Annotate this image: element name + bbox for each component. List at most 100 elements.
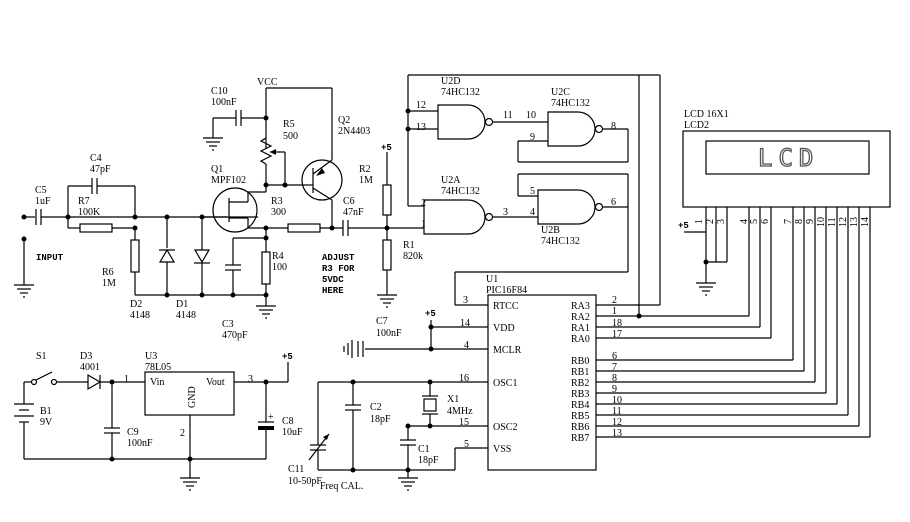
r3-ref: R3 — [271, 196, 283, 207]
c4-ref: C4 — [90, 153, 102, 164]
lcd-value: LCD2 — [684, 120, 709, 131]
u3-pin1: 1 — [124, 374, 129, 385]
u1-pin-rb3: RB3 — [571, 389, 589, 400]
gate-u2c — [547, 111, 596, 147]
u1-pin-rb0: RB0 — [571, 356, 589, 367]
u1-pin-num: 9 — [612, 384, 617, 395]
u1-pin-num: 3 — [463, 295, 468, 306]
c1-ref: C1 — [418, 444, 430, 455]
u2c-pin9: 9 — [530, 132, 535, 143]
lcd-pin: 4 — [739, 219, 750, 224]
c9-ref: C9 — [127, 427, 139, 438]
u2a-pin3: 3 — [503, 207, 508, 218]
r2-supply-label: +5 — [381, 143, 392, 153]
u1-pin-rb6: RB6 — [571, 422, 589, 433]
vcc-label: VCC — [257, 77, 278, 88]
u2b-pin5: 5 — [530, 186, 535, 197]
r5-value: 500 — [283, 131, 298, 142]
freq-cal-label: Freq CAL. — [320, 481, 363, 492]
transistor-q2 — [301, 159, 343, 201]
u2d-value: 74HC132 — [441, 87, 480, 98]
d3-ref: D3 — [80, 351, 92, 362]
r3-value: 300 — [271, 207, 286, 218]
u1-value: PIC16F84 — [486, 285, 527, 296]
lcd-screen — [705, 140, 870, 175]
input-label: INPUT — [36, 253, 64, 263]
r7-ref: R7 — [78, 196, 90, 207]
ground-symbol — [696, 282, 716, 296]
lcd-pin: 7 — [783, 219, 794, 224]
u1-pin-num: 10 — [612, 395, 622, 406]
lcd-pin: 6 — [760, 219, 771, 224]
u1-pin-num: 13 — [612, 428, 622, 439]
u1-pin-num: 18 — [612, 318, 622, 329]
u3-gnd-label: GND — [187, 386, 198, 408]
u2c-pin8: 8 — [611, 121, 616, 132]
u1-pin-vss: VSS — [493, 444, 511, 455]
c8-polarity: + — [268, 412, 274, 423]
r1-value: 820k — [403, 251, 423, 262]
u1-pin-rb7: RB7 — [571, 433, 589, 444]
ground-symbol — [343, 340, 353, 358]
u1-ref: U1 — [486, 274, 498, 285]
microcontroller-u1: U1 PIC16F84 RTCC VDD MCLR OSC1 OSC2 VSS … — [459, 75, 870, 471]
amplifier-section: VCC C10 100nF R5 500 — [202, 77, 424, 341]
u2c-value: 74HC132 — [551, 98, 590, 109]
crystal-x1 — [423, 398, 437, 412]
resistor-r7 — [79, 223, 113, 233]
c8-value: 10uF — [282, 427, 303, 438]
q2-value: 2N4403 — [338, 126, 370, 137]
u1-pin-rb1: RB1 — [571, 367, 589, 378]
q1-ref: Q1 — [211, 164, 223, 175]
adjust-note-1: ADJUST — [322, 253, 355, 263]
u2a-value: 74HC132 — [441, 186, 480, 197]
u2a-pin2: 2 — [421, 198, 426, 209]
u2c-ref: U2C — [551, 87, 570, 98]
adjust-note-4: HERE — [322, 286, 344, 296]
adjust-note-2: R3 FOR — [322, 264, 355, 274]
u1-pin-ra3: RA3 — [571, 301, 590, 312]
u1-pin-rtcc: RTCC — [493, 301, 519, 312]
lcd-pin: 11 — [827, 217, 838, 227]
resistor-r6 — [130, 239, 140, 273]
q2-ref: Q2 — [338, 115, 350, 126]
potentiometer-r5 — [259, 137, 273, 165]
lcd-pin-numbers: 1 2 3 4 5 6 7 8 9 10 11 12 13 14 — [694, 217, 871, 227]
u1-pin-num: 2 — [612, 295, 617, 306]
d1-value: 4148 — [176, 310, 196, 321]
b1-value: 9V — [40, 417, 53, 428]
r1-ref: R1 — [403, 240, 415, 251]
c1-value: 18pF — [418, 455, 439, 466]
c2-value: 18pF — [370, 414, 391, 425]
u3-pin2: 2 — [180, 428, 185, 439]
u1-pin-num: 7 — [612, 362, 617, 373]
resistor-r4 — [261, 251, 271, 285]
diode-d3 — [87, 373, 102, 391]
c6-ref: C6 — [343, 196, 355, 207]
u1-pin-num: 17 — [612, 329, 622, 340]
ground-symbol — [180, 477, 200, 491]
adjust-note-3: 5VDC — [322, 275, 344, 285]
u2b-value: 74HC132 — [541, 236, 580, 247]
resistor-r3 — [287, 223, 321, 233]
lcd-pin: 9 — [805, 219, 816, 224]
lcd-pin: 5 — [749, 219, 760, 224]
r2-value: 1M — [359, 175, 373, 186]
d2-ref: D2 — [130, 299, 142, 310]
c10-ref: C10 — [211, 86, 228, 97]
resistor-r1 — [382, 239, 392, 271]
lcd-ref: LCD 16X1 — [684, 109, 729, 120]
c3-ref: C3 — [222, 319, 234, 330]
transistor-q1 — [212, 187, 258, 233]
u1-pin-num: 4 — [464, 340, 469, 351]
regulator-output-label: +5 — [282, 352, 293, 362]
u2c-pin10: 10 — [526, 110, 536, 121]
lcd-pin: 12 — [838, 217, 849, 227]
u1-pin-ra2: RA2 — [571, 312, 590, 323]
gate-u2a — [423, 199, 486, 235]
u2b-ref: U2B — [541, 225, 560, 236]
u1-pin-rb4: RB4 — [571, 400, 589, 411]
capacitor-c5 — [35, 209, 42, 225]
oscillator-section: +5 C7 100nF C2 18pF X1 4 — [288, 309, 488, 492]
u3-ref: U3 — [145, 351, 157, 362]
